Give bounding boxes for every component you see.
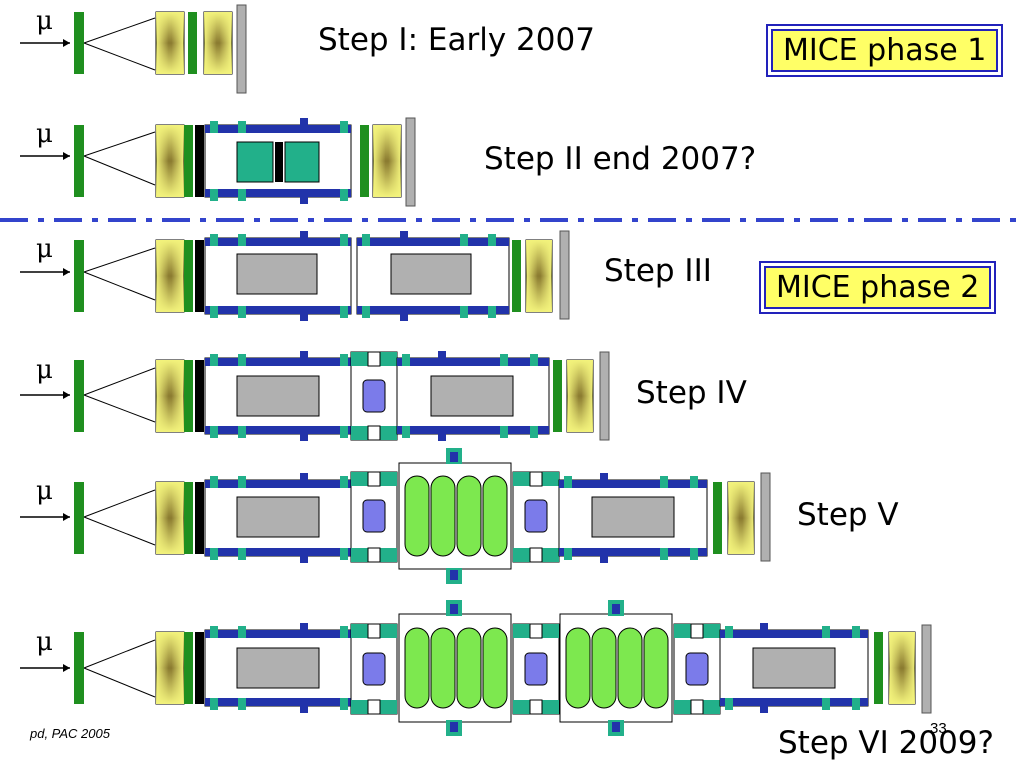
muon-symbol: μ bbox=[36, 6, 53, 36]
rf-module bbox=[236, 253, 318, 295]
phase-2-box: MICE phase 2 bbox=[764, 266, 992, 309]
rf-cavity bbox=[404, 475, 430, 557]
step-5-label: Step V bbox=[797, 497, 899, 533]
lh2-absorber bbox=[362, 379, 386, 413]
absorber-center bbox=[275, 142, 283, 182]
step-2-layout bbox=[20, 117, 416, 207]
step-2-label: Step II end 2007? bbox=[484, 141, 757, 177]
page-number: 33 bbox=[930, 720, 947, 737]
phase-1-box: MICE phase 1 bbox=[771, 29, 999, 72]
calorimeter bbox=[236, 4, 247, 94]
rf-cavity bbox=[482, 475, 508, 557]
footer-author: pd, PAC 2005 bbox=[30, 726, 110, 741]
step-4-layout bbox=[20, 351, 610, 441]
muon-symbol: μ bbox=[36, 234, 53, 264]
step-1-layout bbox=[20, 4, 247, 94]
step-3-layout bbox=[20, 230, 570, 321]
muon-symbol: μ bbox=[36, 355, 53, 385]
muon-symbol: μ bbox=[36, 476, 53, 506]
tracker-downstream bbox=[203, 11, 233, 75]
rf-cavity bbox=[430, 475, 456, 557]
rf-cavity bbox=[456, 475, 482, 557]
tracker-upstream bbox=[155, 11, 185, 75]
muon-symbol: μ bbox=[36, 119, 53, 149]
step-6-label: Step VI 2009? bbox=[778, 725, 994, 761]
step-6-layout bbox=[20, 600, 932, 736]
beam-scintillator bbox=[74, 12, 84, 74]
scintillator bbox=[188, 12, 197, 74]
step-4-label: Step IV bbox=[636, 375, 747, 411]
step-5-layout bbox=[20, 448, 771, 584]
absorber-right bbox=[284, 141, 320, 183]
rf-module bbox=[390, 253, 472, 295]
absorber-left bbox=[236, 141, 274, 183]
step-1-label: Step I: Early 2007 bbox=[318, 22, 595, 58]
muon-symbol: μ bbox=[36, 627, 53, 657]
step-3-label: Step III bbox=[604, 253, 712, 289]
